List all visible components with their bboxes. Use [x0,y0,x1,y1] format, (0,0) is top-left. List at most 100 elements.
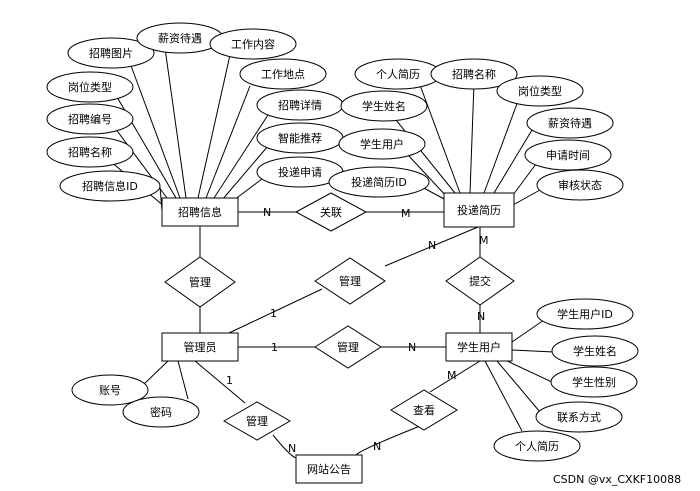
entities: 招聘信息 投递简历 管理员 学生用户 网站公告 [161,192,515,484]
svg-text:管理: 管理 [339,274,361,288]
attr-toudi-jobname: 招聘名称 [430,58,518,90]
admin-attributes: 账号 密码 [71,374,200,428]
attr-toudi-jobtype: 岗位类型 [496,75,584,107]
attr-toudi-id: 投递简历ID [328,166,430,198]
attr-zhaopin-location: 工作地点 [239,58,327,90]
attr-toudi-time: 申请时间 [524,139,612,171]
attr-student-id: 学生用户ID [536,298,634,330]
svg-text:工作地点: 工作地点 [261,68,305,81]
svg-text:学生用户: 学生用户 [360,137,404,151]
svg-text:招聘信息: 招聘信息 [178,205,222,219]
card-n-toudi-diag: N [428,239,436,252]
entity-zhaopin: 招聘信息 [161,197,239,227]
card-n-student-up: N [477,310,485,323]
svg-text:招聘编号: 招聘编号 [68,112,112,126]
attr-student-gender: 学生性别 [550,366,638,398]
edges [109,47,555,459]
attr-zhaopin-name: 招聘名称 [46,136,134,168]
svg-text:岗位类型: 岗位类型 [68,80,112,94]
student-attributes: 学生用户ID 学生姓名 学生性别 联系方式 个人简历 [493,298,639,462]
svg-text:申请时间: 申请时间 [546,149,590,162]
relation-guanli-zhaopin: 管理 [164,256,236,308]
entity-notice: 网站公告 [295,454,363,484]
attr-student-name: 学生姓名 [551,335,639,367]
svg-text:学生姓名: 学生姓名 [573,344,617,358]
svg-text:管理: 管理 [189,275,211,289]
svg-text:学生性别: 学生性别 [572,375,616,389]
attr-toudi-studentname: 学生姓名 [340,90,428,122]
entity-toudi: 投递简历 [443,192,515,228]
card-m-student-down: M [447,369,457,382]
attr-zhaopin-type: 岗位类型 [46,71,134,103]
svg-text:关联: 关联 [320,205,342,219]
svg-text:学生用户ID: 学生用户ID [557,307,613,321]
relationships: 关联 管理 管理 提交 管理 管理 查看 [164,192,515,441]
entity-student: 学生用户 [445,332,513,362]
attr-toudi-salary: 薪资待遇 [526,107,614,139]
card-1-admin-down: 1 [226,374,233,387]
relation-guanli-notice: 管理 [222,401,292,441]
entity-admin: 管理员 [161,332,239,362]
card-1-admin-diag: 1 [270,307,277,320]
attr-admin-account: 账号 [71,374,149,406]
zhaopin-attributes: 招聘图片 薪资待遇 工作内容 工作地点 岗位类型 招聘详情 招聘编号 智能推荐 [46,22,344,202]
attr-zhaopin-image: 招聘图片 [67,37,155,69]
svg-text:投递简历ID: 投递简历ID [351,175,407,189]
relation-guanli-toudi: 管理 [314,257,386,305]
svg-text:网站公告: 网站公告 [307,462,351,476]
attr-zhaopin-detail: 招聘详情 [256,89,344,121]
attr-student-resume: 个人简历 [493,430,581,462]
svg-text:审核状态: 审核状态 [558,178,602,192]
attr-zhaopin-content: 工作内容 [209,28,297,60]
svg-text:招聘信息ID: 招聘信息ID [82,179,138,193]
attr-zhaopin-recommend: 智能推荐 [256,122,344,154]
watermark: CSDN @vx_CXKF10088 [553,473,681,486]
svg-text:智能推荐: 智能推荐 [278,131,322,145]
svg-text:账号: 账号 [99,384,121,397]
svg-text:岗位类型: 岗位类型 [518,84,562,98]
svg-text:提交: 提交 [469,274,491,288]
svg-text:招聘名称: 招聘名称 [452,67,496,81]
svg-text:学生姓名: 学生姓名 [362,99,406,113]
svg-text:查看: 查看 [413,403,435,417]
svg-text:招聘名称: 招聘名称 [68,145,112,159]
relation-chakan: 查看 [390,389,458,431]
attr-student-contact: 联系方式 [535,401,623,433]
relation-guanli-student: 管理 [314,325,382,369]
svg-text:管理员: 管理员 [184,340,217,354]
relation-tijiao: 提交 [445,256,515,306]
cardinalities: N M 1 N M N 1 N 1 N N M [226,206,489,455]
svg-text:联系方式: 联系方式 [557,410,601,424]
svg-text:密码: 密码 [150,405,172,419]
attr-toudi-resume: 个人简历 [354,58,442,90]
svg-text:薪资待遇: 薪资待遇 [158,31,202,45]
card-n-student-mid: N [408,341,416,354]
svg-text:薪资待遇: 薪资待遇 [548,116,592,130]
svg-text:投递简历: 投递简历 [457,203,501,217]
svg-text:工作内容: 工作内容 [231,37,275,51]
card-m-toudi: M [401,207,411,220]
attr-admin-password: 密码 [122,396,200,428]
relation-guanlian: 关联 [294,192,368,232]
card-m-toudi-down: M [479,234,489,247]
attr-zhaopin-number: 招聘编号 [46,103,134,135]
svg-text:招聘图片: 招聘图片 [89,46,133,60]
svg-text:投递申请: 投递申请 [278,165,322,179]
attr-zhaopin-apply: 投递申请 [256,156,344,188]
attr-toudi-student: 学生用户 [338,128,426,160]
attr-zhaopin-salary: 薪资待遇 [136,22,224,54]
svg-text:管理: 管理 [246,414,268,428]
card-n-zhaopin: N [263,206,271,219]
toudi-attributes: 个人简历 招聘名称 岗位类型 学生姓名 薪资待遇 学生用户 申请时间 投递简历 [328,58,624,201]
svg-text:管理: 管理 [337,340,359,354]
svg-text:个人简历: 个人简历 [376,67,420,81]
svg-text:招聘详情: 招聘详情 [278,98,322,112]
svg-text:个人简历: 个人简历 [515,439,559,453]
svg-text:学生用户: 学生用户 [457,340,501,354]
attr-toudi-status: 审核状态 [536,169,624,201]
card-n-notice-right: N [373,440,381,453]
card-1-admin-mid: 1 [271,341,278,354]
attr-zhaopin-id: 招聘信息ID [59,170,161,202]
card-n-notice-left: N [288,442,296,455]
